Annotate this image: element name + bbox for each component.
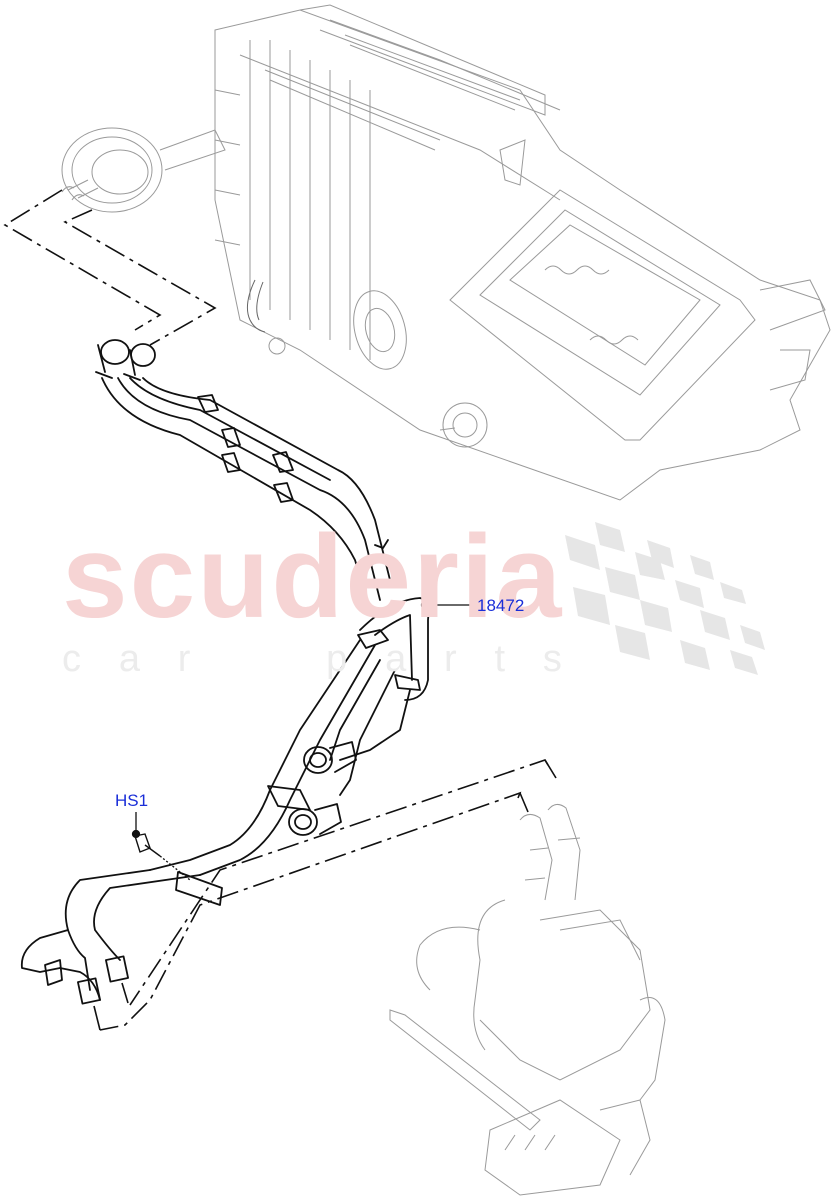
watermark-brand: scuderia (62, 511, 564, 643)
callout-leaders (131, 600, 475, 839)
hvac-unit-drawing (61, 4, 831, 501)
callout-18472-link[interactable]: 18472 (477, 596, 525, 615)
tagline-letter: s (542, 638, 562, 680)
auxiliary-heater-drawing (389, 804, 666, 1196)
tagline-letter: r (444, 638, 457, 680)
retaining-bolt-drawing (134, 833, 191, 881)
tagline-letter: a (118, 638, 140, 680)
tagline-letter: c (62, 638, 81, 680)
checkered-flag-logo-icon (565, 522, 765, 675)
callout-hs1-link[interactable]: HS1 (115, 791, 149, 810)
tagline-letter: p (326, 638, 348, 680)
tagline-gap (228, 640, 288, 678)
tagline-letter: t (494, 638, 506, 680)
tagline-letter: a (385, 638, 407, 680)
connection-dash-lines-end (93, 759, 557, 1031)
heater-hose-assembly-drawing (20, 339, 430, 1005)
tagline-letter: r (177, 638, 191, 680)
watermark-tagline: c a r p a r t s (62, 640, 562, 678)
